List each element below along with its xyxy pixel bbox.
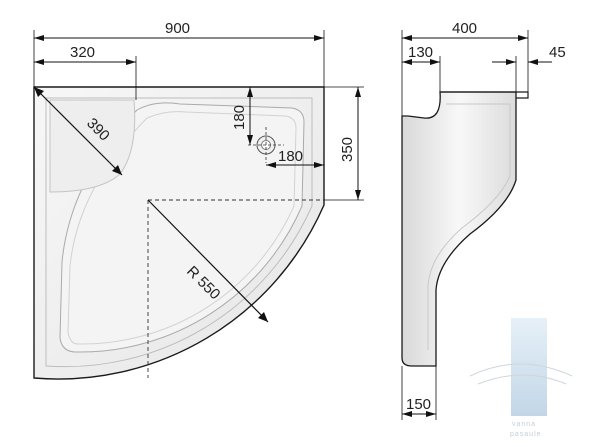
watermark-line2: pasaule (510, 431, 542, 438)
seat-diagonal-arrowhead-start (34, 87, 44, 97)
seat-diagonal-line (33, 86, 123, 176)
seat-width-arrow-right (126, 59, 136, 65)
foot-arrow-right (426, 411, 436, 417)
seat-width-label: 320 (70, 44, 95, 61)
depth-label: 400 (452, 20, 477, 37)
rim-arrow-left (506, 59, 516, 65)
width-label: 900 (165, 20, 190, 37)
seat-width-arrow-left (34, 59, 44, 65)
seat-diagonal-arrowhead-end (112, 165, 122, 175)
step-arrow-right (430, 59, 440, 65)
radius-arrow-line (147, 199, 269, 323)
basin-inner-line (67, 111, 297, 345)
watermark-swoosh-1 (469, 363, 573, 377)
step-arrow-left (402, 59, 412, 65)
foot-label: 150 (406, 396, 431, 413)
foot-arrow-left (402, 411, 412, 417)
depth-arrow-right (518, 35, 528, 41)
drain-offset-y-arrow-top (247, 87, 253, 97)
drain-offset-x-label: 180 (278, 148, 303, 165)
width-arrow-left (34, 35, 44, 41)
side-profile-body (401, 91, 517, 367)
plan-view: R 550 390 900 320 180 180 (33, 20, 364, 380)
drain-depth-label: 350 (339, 137, 356, 162)
width-arrow-right (314, 35, 324, 41)
watermark-bar (511, 318, 547, 416)
drain-offset-x-arrow-left (266, 162, 276, 168)
side-view: 400 130 45 150 (401, 20, 566, 420)
drain-offset-y-arrow-bottom (247, 135, 253, 145)
drain-depth-arrow-bottom (355, 190, 361, 200)
watermark-swoosh-2 (477, 374, 567, 385)
tray-rim (45, 97, 313, 368)
depth-arrow-left (402, 35, 412, 41)
drain-depth-arrow-top (355, 87, 361, 97)
radius-arrowhead (258, 312, 268, 322)
side-profile-rim (440, 91, 529, 99)
watermark-logo: vanna pasaule (469, 318, 573, 438)
rim-label: 45 (549, 44, 566, 61)
watermark-line1: vanna (512, 421, 536, 428)
rim-arrow-right (528, 59, 538, 65)
step-label: 130 (408, 44, 433, 61)
drain-offset-y-label: 180 (231, 105, 248, 130)
side-inner-contour (427, 103, 511, 350)
drain-offset-x-arrow-right (314, 162, 324, 168)
